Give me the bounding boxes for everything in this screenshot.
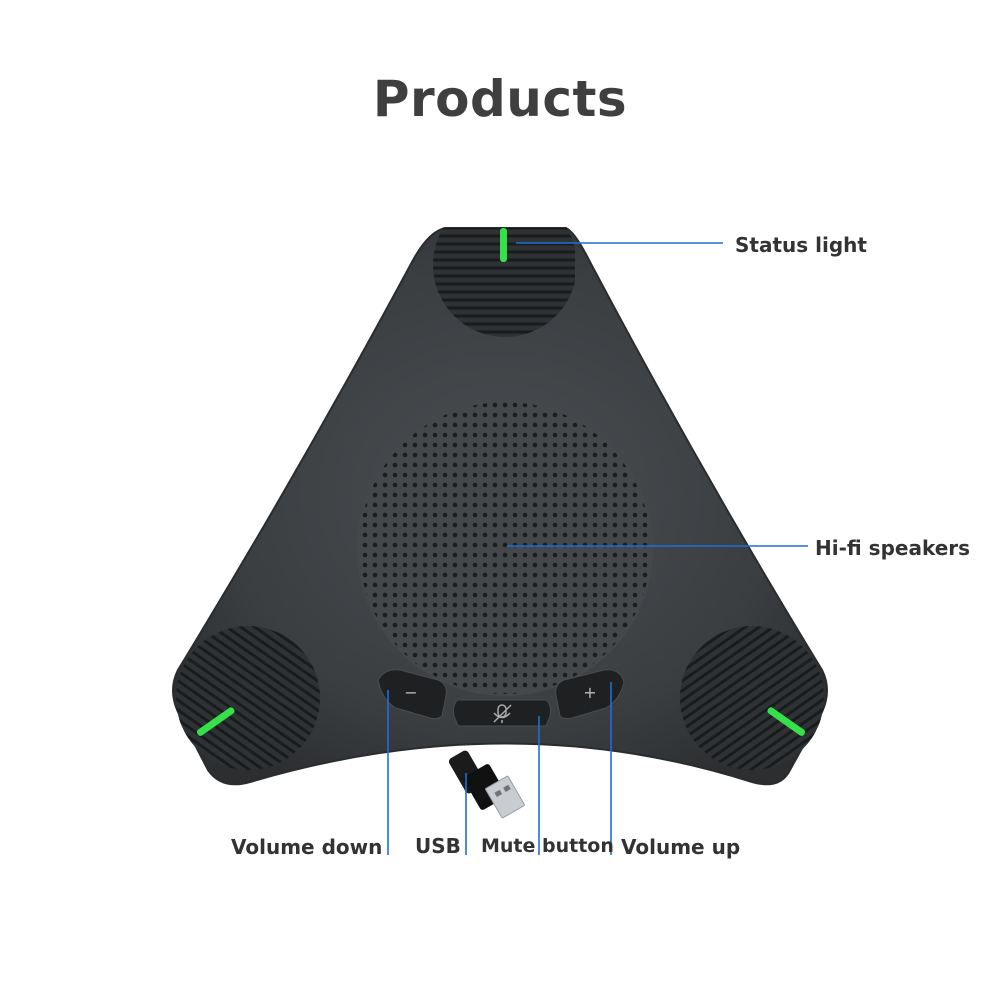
right-mic-grille	[680, 626, 824, 770]
label-volume-up: Volume up	[621, 835, 741, 859]
plus-icon: +	[583, 683, 596, 702]
status-led-left	[196, 707, 235, 736]
volume-down-button[interactable]: −	[377, 669, 447, 720]
label-usb: USB	[415, 834, 461, 858]
page-title: Products	[372, 70, 628, 128]
top-mic-grille	[433, 228, 575, 337]
usb-connector	[448, 750, 525, 819]
label-mute-button: Mute button	[481, 835, 614, 857]
label-volume-down: Volume down	[231, 835, 383, 859]
volume-up-button[interactable]: +	[555, 669, 625, 720]
minus-icon: −	[404, 683, 417, 702]
status-led-top	[500, 228, 507, 262]
mute-button[interactable]	[453, 699, 551, 727]
leader-lines	[387, 242, 808, 855]
label-hifi-speakers: Hi-fi speakers	[815, 536, 971, 560]
left-mic-grille	[175, 626, 320, 770]
microphone-muted-icon	[493, 704, 512, 723]
status-led-right	[767, 707, 806, 736]
label-status-light: Status light	[735, 233, 867, 257]
speaker-grille	[357, 400, 653, 696]
